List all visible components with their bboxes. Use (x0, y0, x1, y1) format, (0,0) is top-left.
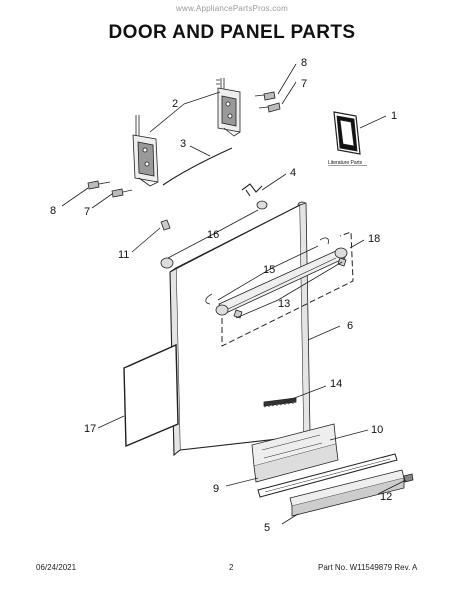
callout-12: 12 (380, 491, 392, 503)
hinge-cable (162, 147, 233, 186)
callout-2: 2 (172, 98, 178, 110)
hinge-right (216, 78, 241, 137)
callout-9: 9 (213, 483, 219, 495)
callout-18: 18 (368, 233, 380, 245)
toe-panel (251, 423, 339, 483)
hinge-bolts-right (254, 91, 281, 113)
watermark: www.AppliancePartsPros.com (176, 4, 288, 13)
callout-13: 13 (278, 298, 290, 310)
callout-3: 3 (180, 138, 186, 150)
callout-8-right: 8 (301, 57, 307, 69)
callout-14: 14 (330, 378, 342, 390)
hinge-left (132, 115, 159, 187)
callout-17: 17 (84, 423, 96, 435)
screw (403, 473, 414, 483)
door-panel (169, 202, 311, 457)
callout-4: 4 (290, 167, 296, 179)
footer-page-number: 2 (229, 563, 234, 572)
callout-1: 1 (391, 110, 397, 122)
callout-leaders (61, 63, 407, 525)
small-bracket (160, 219, 171, 231)
callout-16: 16 (207, 229, 219, 241)
handle-kit-outline (221, 231, 354, 347)
callout-10: 10 (371, 424, 383, 436)
page-title: DOOR AND PANEL PARTS (108, 22, 356, 43)
logo-badge (263, 397, 297, 407)
literature-booklet (333, 111, 361, 155)
hinge-bolts-left (87, 180, 133, 198)
callout-15: 15 (263, 264, 275, 276)
callout-11: 11 (118, 249, 129, 261)
callout-5: 5 (264, 522, 270, 534)
callout-7-left: 7 (84, 206, 90, 218)
literature-label: Literature Parts (328, 160, 363, 166)
handle-assembly (205, 237, 348, 319)
callout-7-right: 7 (301, 78, 307, 90)
footer-date: 06/24/2021 (36, 563, 77, 572)
callout-6: 6 (347, 320, 353, 332)
insulation-panel (123, 343, 179, 448)
door-clip (241, 183, 263, 197)
callout-8-left: 8 (50, 205, 56, 217)
footer-part-number: Part No. W11549879 Rev. A (318, 563, 418, 572)
